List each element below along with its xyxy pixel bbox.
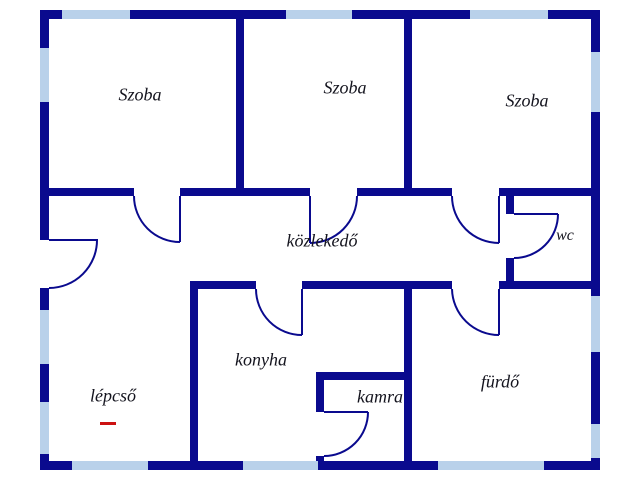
- wall-segment: [316, 456, 324, 461]
- windows: [40, 10, 600, 470]
- wall-segment: [190, 289, 198, 461]
- window-segment: [286, 10, 352, 19]
- wall-segment: [499, 188, 591, 196]
- door-arc-szoba2: [309, 195, 358, 244]
- wall-segment: [40, 461, 600, 470]
- wall-segment: [40, 288, 49, 470]
- door-arc-entry: [48, 239, 99, 289]
- window-segment: [243, 461, 318, 470]
- wall-segment: [404, 10, 412, 196]
- room-label-lepcso: lépcső: [90, 385, 136, 406]
- wall-segment: [499, 281, 591, 289]
- wall-segment: [591, 10, 600, 470]
- wall-segment: [49, 188, 134, 196]
- room-label-konyha: konyha: [235, 349, 287, 370]
- room-label-kamra: kamra: [357, 386, 403, 407]
- door-arc-konyha: [255, 288, 303, 336]
- window-segment: [40, 310, 49, 364]
- wall-segment: [316, 372, 412, 380]
- wall-segment: [506, 258, 514, 289]
- window-segment: [591, 424, 600, 458]
- window-segment: [591, 52, 600, 112]
- door-arc-szoba3: [451, 195, 500, 244]
- room-label-szoba3: Szoba: [505, 90, 549, 111]
- window-segment: [438, 461, 544, 470]
- room-label-wc: wc: [556, 227, 574, 244]
- window-segment: [62, 10, 130, 19]
- door-swings: [48, 195, 559, 457]
- door-arc-wc: [513, 213, 559, 259]
- window-segment: [40, 48, 49, 102]
- wall-segment: [40, 10, 49, 240]
- window-segment: [470, 10, 548, 19]
- window-segment: [591, 296, 600, 352]
- room-label-furdo: fürdő: [480, 371, 520, 392]
- wall-segment: [316, 380, 324, 412]
- room-label-szoba1: Szoba: [118, 84, 162, 105]
- door-arc-furdo: [451, 288, 500, 336]
- window-segment: [40, 402, 49, 454]
- room-label-kozlekedo: közlekedő: [286, 230, 358, 251]
- door-arc-kamra: [323, 411, 369, 457]
- wall-segment: [302, 281, 452, 289]
- room-label-szoba2: Szoba: [323, 77, 367, 98]
- window-segment: [72, 461, 148, 470]
- wall-segment: [357, 188, 452, 196]
- wall-segment: [190, 281, 256, 289]
- door-arc-szoba1: [133, 195, 181, 243]
- wall-segment: [236, 10, 244, 196]
- wall-segment: [180, 188, 310, 196]
- stairs-red-mark: [100, 422, 116, 425]
- wall-segment: [506, 196, 514, 214]
